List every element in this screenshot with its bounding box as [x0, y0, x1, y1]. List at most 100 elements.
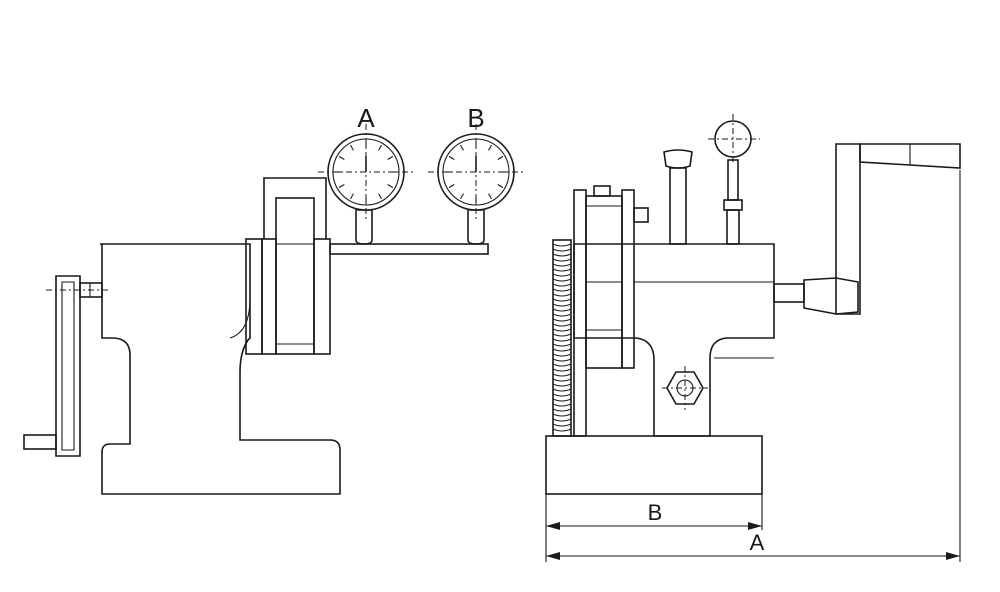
dimensions: B A	[545, 170, 961, 562]
top-knob	[593, 185, 611, 197]
dial-tick	[448, 156, 455, 160]
spring-coil	[552, 418, 572, 422]
spring-coil	[552, 413, 572, 417]
gauge-arm	[329, 243, 489, 255]
spring-coil	[552, 333, 572, 337]
dial-tick	[488, 144, 492, 151]
left-body-outline	[100, 243, 341, 495]
spring-coil	[552, 378, 572, 382]
dial-tick	[387, 156, 394, 160]
right-body-outline	[573, 243, 775, 437]
spring-coil	[552, 398, 572, 402]
spring-coil	[552, 328, 572, 332]
right-column	[573, 185, 649, 437]
left-inner-arc	[229, 297, 251, 339]
spring-coil	[552, 403, 572, 407]
hex-bolt	[662, 366, 708, 410]
dial-gauge-b	[428, 124, 524, 220]
spring-coil	[552, 303, 572, 307]
right-plate-1	[573, 189, 587, 437]
spring-coil	[552, 393, 572, 397]
spring-coil	[552, 338, 572, 342]
spring-coil	[552, 243, 572, 247]
crank-hub	[773, 283, 805, 303]
crank-handle	[23, 434, 57, 450]
spring-coil	[552, 268, 572, 272]
dial-tick	[378, 193, 382, 200]
arrow-a-left	[546, 552, 560, 560]
dial-tick	[338, 156, 345, 160]
spring-coil	[552, 298, 572, 302]
spring-coil	[552, 428, 572, 432]
right-view: B A	[545, 114, 961, 562]
spring-coil	[552, 373, 572, 377]
gauge-b-label: B	[467, 103, 484, 133]
spring-coil	[552, 318, 572, 322]
spring-coil	[552, 343, 572, 347]
arrow-b-right	[748, 522, 762, 530]
spring-coil	[552, 383, 572, 387]
dial-tick	[350, 193, 354, 200]
spring-coil	[552, 288, 572, 292]
post-cap	[663, 149, 693, 169]
column-plate-right	[313, 238, 331, 355]
spring-coil	[552, 248, 572, 252]
dial-tick	[460, 144, 464, 151]
column-plate-mid-left	[261, 238, 277, 355]
crank-lever	[835, 143, 861, 315]
right-hand-crank	[773, 143, 961, 315]
right-post-right	[708, 114, 760, 245]
crank-arm	[55, 275, 81, 457]
left-column	[245, 197, 331, 355]
gauge-a-stem	[355, 208, 373, 245]
left-hand-crank	[23, 275, 110, 457]
dial-tick	[387, 184, 394, 188]
stand-lower	[726, 209, 740, 245]
stand-upper	[727, 159, 739, 201]
dial-tick	[448, 184, 455, 188]
spring-coil	[552, 348, 572, 352]
dimension-a-label: A	[750, 530, 765, 555]
dial-tick	[338, 184, 345, 188]
spring-coil	[552, 313, 572, 317]
spring-coil	[552, 273, 572, 277]
right-plate-3	[621, 189, 635, 369]
crank-grip	[859, 143, 961, 169]
gauge-b-stem	[467, 208, 485, 245]
dial-tick	[497, 184, 504, 188]
side-screw	[633, 207, 649, 223]
left-view: A B	[23, 103, 524, 495]
spring-coil	[552, 308, 572, 312]
arrow-a-right	[946, 552, 960, 560]
dial-tick	[350, 144, 354, 151]
dial-tick	[460, 193, 464, 200]
spring-rack	[552, 239, 572, 437]
dial-gauge-a	[318, 124, 414, 220]
dial-tick	[378, 144, 382, 151]
column-center	[275, 197, 315, 355]
top-bracket	[263, 177, 327, 239]
spring-coil	[552, 353, 572, 357]
spring-coil	[552, 388, 572, 392]
spring-coil	[552, 358, 572, 362]
spring-coil	[552, 283, 572, 287]
gauge-a-label: A	[357, 103, 375, 133]
crank-boss	[803, 277, 859, 315]
spring-coil	[552, 368, 572, 372]
spring-coil	[552, 293, 572, 297]
spring-coil	[552, 423, 572, 427]
dial-tick	[497, 156, 504, 160]
spring-coil	[552, 278, 572, 282]
stand-collar	[723, 199, 743, 211]
spring-coil	[552, 263, 572, 267]
arrow-b-left	[546, 522, 560, 530]
spring-coil	[552, 258, 572, 262]
dial-tick	[488, 193, 492, 200]
post-body	[669, 167, 687, 245]
gauge-b-ticks	[445, 141, 507, 203]
spring-coil	[552, 408, 572, 412]
right-post-left	[663, 149, 693, 245]
spring-coil	[552, 253, 572, 257]
